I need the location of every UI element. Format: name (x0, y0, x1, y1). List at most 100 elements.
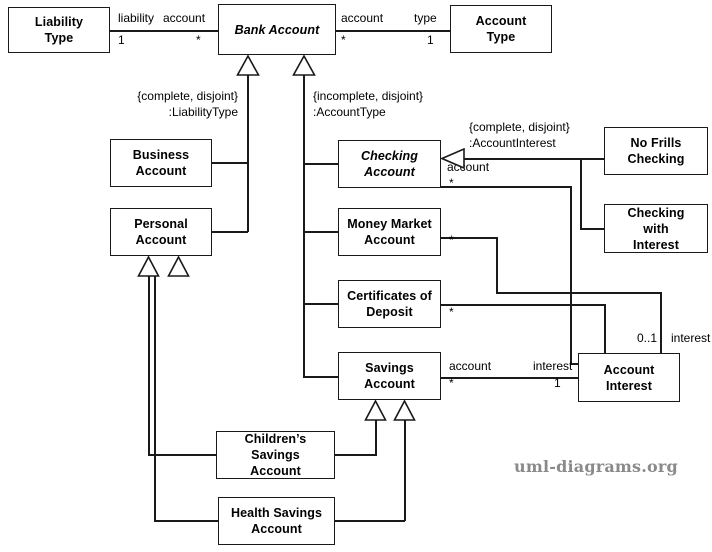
assoc-line-moneymarket-interest-h2 (496, 292, 662, 294)
generalization-branch-moneymarket (303, 231, 339, 233)
class-name-bank-account: Bank Account (234, 22, 320, 37)
assoc-mult-liability: 1 (118, 33, 125, 47)
class-name-line-2: Account (364, 165, 415, 179)
class-name-liability-type: Liability Type (27, 14, 91, 46)
class-box-bank-account[interactable]: Bank Account (218, 4, 336, 55)
class-name-personal-account: Personal Account (126, 216, 196, 248)
class-name-line-1: Liability (34, 15, 84, 29)
class-name-no-frills-checking: No Frills Checking (619, 135, 692, 167)
class-name-savings-account: Savings Account (356, 360, 423, 392)
assoc-label-liability-role: liability (118, 11, 155, 25)
constraint-line-1: {incomplete, disjoint} (313, 89, 424, 103)
class-name-line-2: Type (44, 31, 74, 45)
class-box-money-market-account[interactable]: Money Market Account (338, 208, 441, 256)
generalization-line-accounttype-stem (303, 75, 305, 377)
assoc-mult-interest-01: 0..1 (637, 331, 658, 345)
class-name-childrens-savings-account: Children’s Savings Account (217, 431, 334, 479)
watermark-uml-diagrams: uml-diagrams.org (514, 457, 678, 476)
generalization-line-checking-drop (580, 158, 582, 229)
class-name-line-2: Savings Account (250, 448, 301, 478)
generalization-triangle-accountinterest (441, 148, 465, 169)
generalization-line-liability-drop (247, 162, 249, 232)
class-name-line-1: Savings (365, 361, 414, 375)
class-box-childrens-savings-account[interactable]: Children’s Savings Account (216, 431, 335, 479)
class-name-line-1: Children’s (244, 432, 307, 446)
class-name-line-1: Personal (134, 217, 188, 231)
class-name-line-2: Type (486, 30, 516, 44)
class-name-health-savings-account: Health Savings Account (223, 505, 330, 537)
class-name-line-1: Money Market (347, 217, 432, 231)
class-name-line-1: No Frills (630, 136, 682, 150)
class-box-savings-account[interactable]: Savings Account (338, 352, 441, 400)
constraint-line-2: :AccountInterest (469, 135, 556, 150)
class-name-line-2: Interest (633, 237, 679, 252)
class-name-line-2: Interest (606, 378, 652, 393)
assoc-mult-certificates: * (449, 305, 454, 319)
generalization-triangle-savings-health (393, 400, 416, 421)
generalization-branch-certificates (303, 303, 339, 305)
class-name-checking-account: Checking Account (353, 148, 426, 180)
generalization-branch-savings (303, 376, 339, 378)
assoc-mult-account-right: * (341, 33, 346, 47)
class-name-business-account: Business Account (125, 147, 197, 179)
assoc-line-checking-interest-h2 (570, 363, 580, 365)
generalization-triangle-savings-childrens (364, 400, 387, 421)
class-box-personal-account[interactable]: Personal Account (110, 208, 212, 256)
class-name-line-1: Account (603, 362, 655, 377)
class-box-health-savings-account[interactable]: Health Savings Account (218, 497, 335, 545)
class-box-liability-type[interactable]: Liability Type (8, 7, 110, 53)
generalization-line-savings-health-stem (404, 420, 406, 521)
class-name-line-2: Account (135, 164, 187, 178)
assoc-mult-type: 1 (427, 33, 434, 47)
generalization-line-liability-per-branch (212, 231, 248, 233)
assoc-label-account-role-left: account (163, 11, 206, 25)
class-name-line-1: Business (132, 148, 190, 162)
generalization-branch-checking-with-interest (580, 228, 604, 230)
assoc-line-moneymarket-interest-v2 (660, 292, 662, 354)
assoc-line-moneymarket-interest-h1 (441, 237, 497, 239)
generalization-line-personal-childrens-stem (148, 276, 150, 455)
class-name-line-2: Account (364, 233, 415, 247)
class-box-no-frills-checking[interactable]: No Frills Checking (604, 127, 708, 175)
constraint-line-2: :AccountType (313, 104, 386, 119)
class-name-line-1: Certificates of (347, 289, 432, 303)
class-name-line-2: Account (251, 522, 302, 536)
assoc-line-checking-interest-h1 (441, 186, 572, 188)
class-box-checking-with-interest[interactable]: Checking with Interest (604, 204, 708, 253)
generalization-triangle-personal-childrens (137, 256, 160, 277)
class-box-account-type[interactable]: Account Type (450, 5, 552, 53)
assoc-line-checking-interest-v1 (570, 186, 572, 364)
constraint-account-interest: {complete, disjoint} :AccountInterest (469, 120, 570, 151)
class-name-money-market-account: Money Market Account (339, 216, 440, 248)
class-box-business-account[interactable]: Business Account (110, 139, 212, 187)
assoc-mult-savings-account: * (449, 376, 454, 390)
assoc-line-savings-interest (441, 377, 579, 379)
constraint-liability-type: {complete, disjoint} :LiabilityType (130, 89, 238, 120)
constraint-line-2: :LiabilityType (168, 104, 238, 119)
class-name-line-1: Health Savings (230, 506, 322, 520)
generalization-line-liability-stem (247, 75, 249, 163)
class-box-checking-account[interactable]: Checking Account (338, 140, 441, 188)
generalization-branch-checking (303, 163, 339, 165)
assoc-line-bankaccount-accounttype (336, 30, 450, 32)
assoc-line-moneymarket-interest-v1 (496, 237, 498, 293)
generalization-triangle-liability (236, 55, 260, 76)
class-box-account-interest[interactable]: Account Interest (578, 353, 680, 402)
class-name-line-1: Checking (360, 149, 419, 163)
generalization-line-personal-health-branch (154, 520, 218, 522)
class-name-line-2: Deposit (366, 305, 413, 319)
generalization-triangle-accounttype (292, 55, 316, 76)
class-name-account-type: Account Type (468, 13, 535, 45)
assoc-line-certificates-interest-v1 (604, 304, 606, 354)
assoc-label-type-role: type (414, 11, 437, 25)
generalization-line-personal-health-drop (154, 276, 156, 521)
class-name-line-2: Account (364, 377, 415, 391)
generalization-line-savings-childrens-stem (375, 420, 377, 455)
class-box-certificates-of-deposit[interactable]: Certificates of Deposit (338, 280, 441, 328)
generalization-line-personal-childrens-branch (148, 454, 216, 456)
assoc-mult-money-market: * (449, 233, 454, 247)
assoc-label-savings-interest-role: interest (533, 359, 573, 373)
class-name-line-2: Account (135, 233, 187, 247)
constraint-account-type: {incomplete, disjoint} :AccountType (313, 89, 423, 120)
